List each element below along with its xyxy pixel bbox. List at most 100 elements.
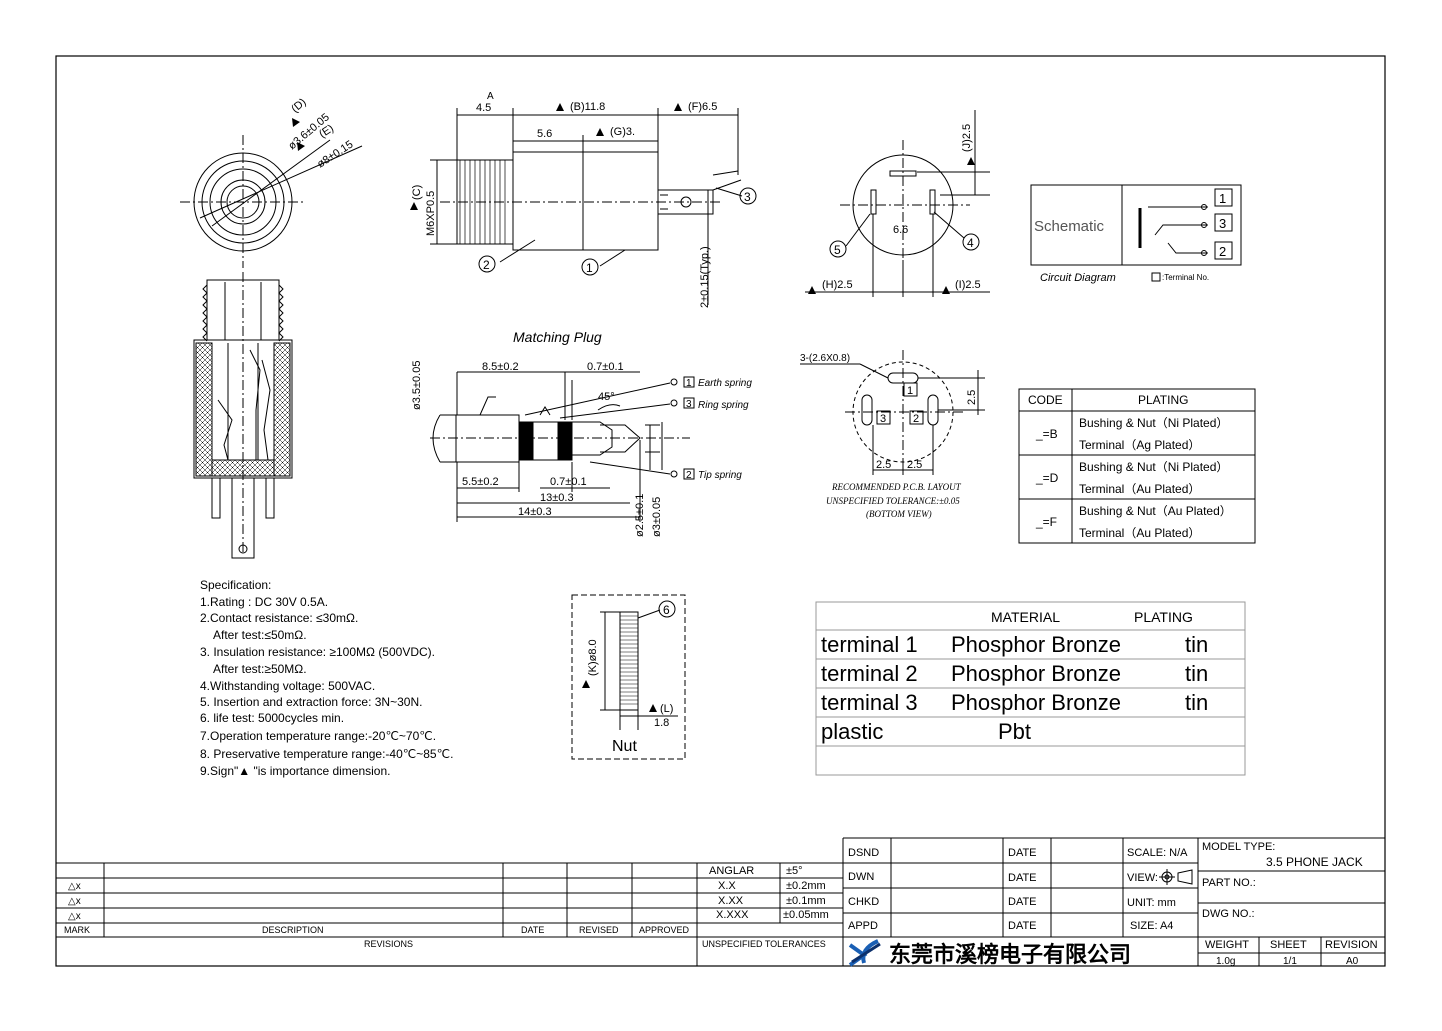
revisions-footer: REVISIONS [364, 939, 413, 949]
code-b-line2: Terminal（Ag Plated） [1079, 438, 1200, 452]
dim-6-6: 6.6 [893, 224, 908, 236]
tol-label-4: X.XXX [716, 909, 749, 921]
sheet-value: 1/1 [1283, 956, 1297, 967]
dim-13: 13±0.3 [540, 492, 574, 504]
spec-line-9: 7.Operation temperature range:-20℃~70℃. [200, 729, 436, 743]
rev-header-revised: REVISED [579, 925, 619, 935]
code-d-line1: Bushing & Nut（Ni Plated） [1079, 460, 1228, 474]
callout-2: 2 [483, 258, 490, 272]
size-info: SIZE: A4 [1130, 920, 1173, 932]
tol-label-1: ANGLAR [709, 865, 754, 877]
model-type-value: 3.5 PHONE JACK [1266, 855, 1363, 869]
tol-label-3: X.XX [718, 895, 744, 907]
nut-view: (K)ø8.0 (L) 1.8 6 Nut [571, 594, 686, 760]
scale-info: SCALE: N/A [1127, 847, 1188, 859]
callout-1: 1 [586, 261, 593, 275]
dim-5-5: 5.5±0.2 [462, 476, 499, 488]
mat-part-2: terminal 2 [821, 661, 918, 686]
thread-spec: M6XP0.5 [425, 191, 437, 236]
pcb-dim-a: 2.5 [876, 459, 891, 471]
side-view: A 4.5 (B)11.8 (F)6.5 5.6 (G)3. (C) M6XP0… [410, 91, 757, 308]
ring-spring: Ring spring [698, 400, 749, 411]
dim-f: (F)6.5 [688, 101, 717, 113]
dim-5-6: 5.6 [537, 128, 552, 140]
dwg-no-label: DWG NO.: [1202, 908, 1255, 920]
nut-label: Nut [612, 738, 637, 755]
weight-value: 1.0g [1216, 956, 1235, 967]
unit-info: UNIT: mm [1127, 897, 1176, 909]
tolerances-footer: UNSPECIFIED TOLERANCES [702, 939, 826, 949]
spec-line-3: After test:≤50mΩ. [213, 628, 307, 642]
pcb-pad-3: 3 [880, 413, 886, 425]
mat-material-3: Phosphor Bronze [951, 690, 1121, 715]
pcb-pad-2: 2 [913, 413, 919, 425]
tip-spring-num: 2 [686, 470, 692, 481]
rev-header-approved: APPROVED [639, 925, 690, 935]
earth-spring-num: 1 [686, 378, 692, 389]
rev-row-3: △x [68, 911, 81, 922]
pcb-caption-3: (BOTTOM VIEW) [866, 509, 932, 519]
specification: Specification: 1.Rating : DC 30V 0.5A. 2… [200, 578, 453, 778]
material-table: MATERIAL PLATING terminal 1 Phosphor Bro… [815, 601, 1246, 776]
dim-0-7-top: 0.7±0.1 [587, 361, 624, 373]
dim-14: 14±0.3 [518, 506, 552, 518]
company-name: 东莞市溪榜电子有限公司 [889, 942, 1131, 967]
schematic-terminal-1: 1 [1219, 191, 1226, 206]
tol-label-2: X.X [718, 880, 736, 892]
material-header: MATERIAL [991, 609, 1060, 625]
code-f-line1: Bushing & Nut（Au Plated） [1079, 504, 1232, 518]
code-f: _=F [1035, 515, 1057, 529]
view-info: VIEW: [1127, 872, 1158, 884]
revision-value: A0 [1346, 956, 1359, 967]
dim-0-7-bottom: 0.7±0.1 [550, 476, 587, 488]
plating-header: PLATING [1138, 393, 1188, 407]
spec-line-4: 3. Insulation resistance: ≥100MΩ (500VDC… [200, 645, 435, 659]
nut-dim-l: (L) [660, 703, 673, 715]
section-view [193, 272, 293, 559]
model-type-label: MODEL TYPE: [1202, 841, 1275, 853]
code-header: CODE [1028, 393, 1063, 407]
pcb-slot-spec: 3-(2.6X0.8) [800, 353, 850, 364]
dim-3: ø3±0.05 [651, 497, 663, 537]
signoff-block: DSND DATE SCALE: N/A DWN DATE VIEW: CHKD… [843, 837, 1385, 966]
dim-8-5: 8.5±0.2 [482, 361, 519, 373]
schematic: Schematic 1 3 2 Circuit Diagram :Termina… [1030, 184, 1242, 284]
spec-line-5: After test:≥50MΩ. [213, 662, 307, 676]
pcb-caption-2: UNSPECIFIED TOLERANCE:±0.05 [826, 496, 960, 506]
plating-col-header: PLATING [1134, 609, 1193, 625]
spec-line-10: 8. Preservative temperature range:-40℃~8… [200, 747, 453, 761]
mat-plating-1: tin [1185, 632, 1208, 657]
schematic-label: Schematic [1034, 218, 1105, 235]
rev-header-description: DESCRIPTION [262, 925, 324, 935]
rev-header-mark: MARK [64, 925, 90, 935]
dim-i: (I)2.5 [955, 279, 981, 291]
title-block: MODEL TYPE: 3.5 PHONE JACK PART NO.: DWG… [848, 841, 1385, 967]
schematic-terminal-2: 2 [1219, 244, 1226, 259]
part-no-label: PART NO.: [1202, 877, 1256, 889]
spec-line-7: 5. Insertion and extraction force: 3N~30… [200, 695, 422, 709]
mat-part-1: terminal 1 [821, 632, 918, 657]
tol-value-3: ±0.1mm [786, 895, 826, 907]
pcb-caption-1: RECOMMENDED P.C.B. LAYOUT [831, 482, 962, 492]
terminal-no-note: :Terminal No. [1162, 273, 1209, 282]
rev-row-1: △x [68, 881, 81, 892]
dim-h: (H)2.5 [822, 279, 853, 291]
date-chkd: DATE [1008, 896, 1037, 908]
projection-icon [1159, 869, 1193, 885]
spec-line-8: 6. life test: 5000cycles min. [200, 711, 344, 725]
role-appd: APPD [848, 920, 878, 932]
spec-line-1: 1.Rating : DC 30V 0.5A. [200, 595, 328, 609]
mat-part-3: terminal 3 [821, 690, 918, 715]
callout-4: 4 [967, 236, 974, 250]
sheet-label: SHEET [1270, 939, 1307, 951]
tol-value-2: ±0.2mm [786, 880, 826, 892]
spec-line-6: 4.Withstanding voltage: 500VAC. [200, 679, 375, 693]
pcb-pad-1: 1 [907, 385, 913, 397]
code-d-line2: Terminal（Au Plated） [1079, 482, 1200, 496]
mat-plating-2: tin [1185, 661, 1208, 686]
code-f-line2: Terminal（Au Plated） [1079, 526, 1200, 540]
dim-e-value: ø8±0.15 [315, 139, 355, 171]
dim-b: (B)11.8 [570, 101, 605, 113]
mat-plating-3: tin [1185, 690, 1208, 715]
date-dwn: DATE [1008, 872, 1037, 884]
